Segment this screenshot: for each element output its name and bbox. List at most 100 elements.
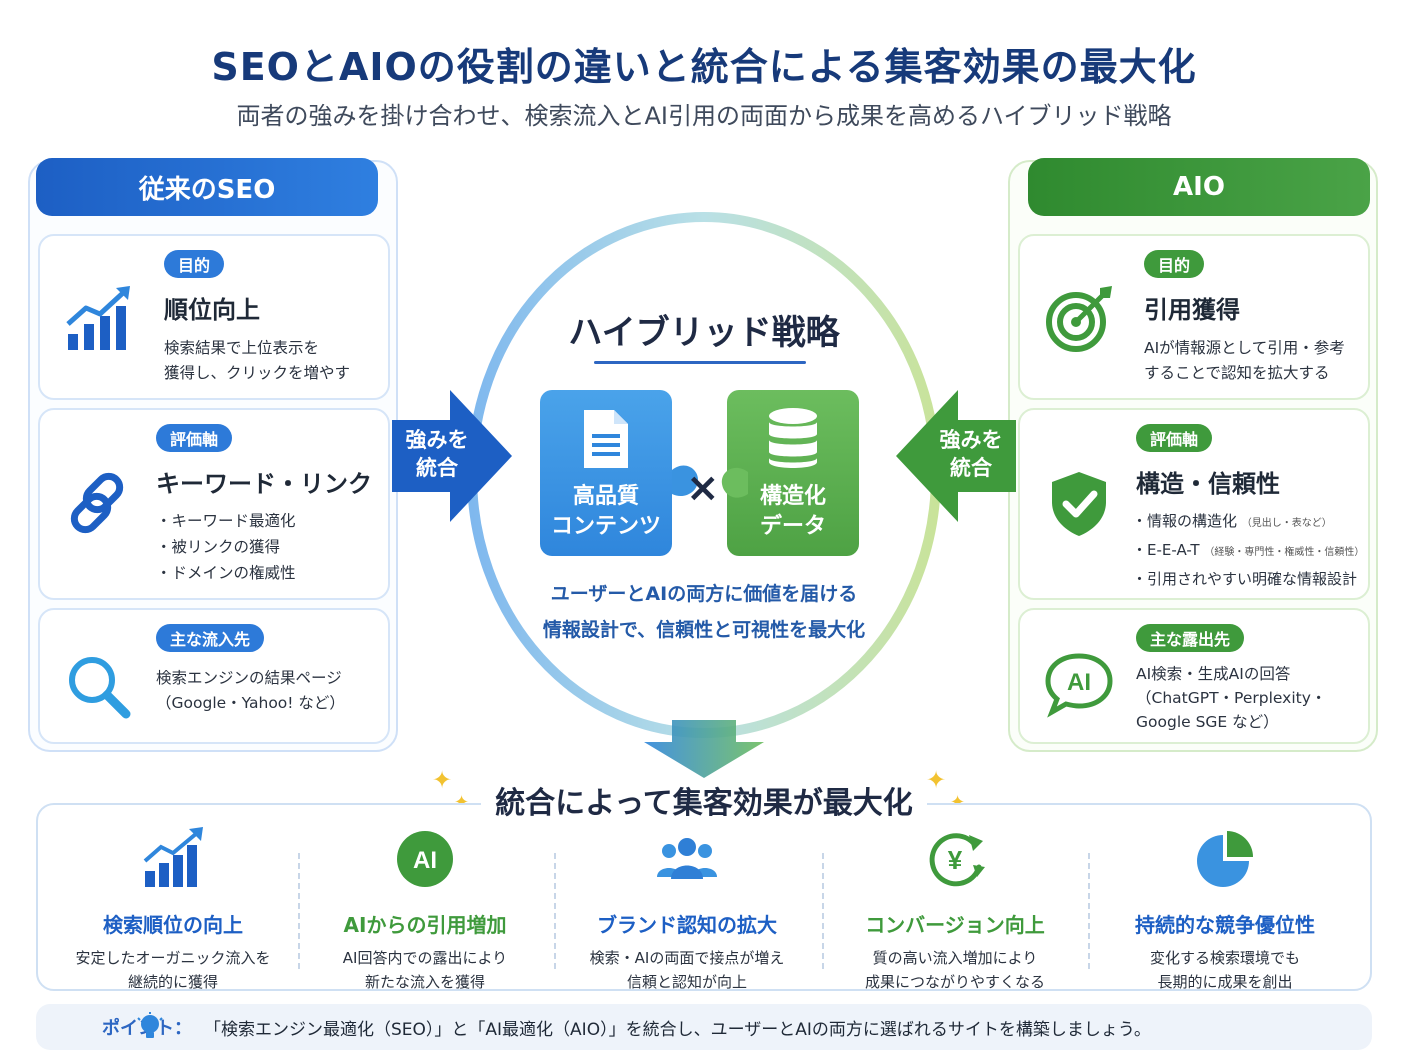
seo-criteria-body: ・キーワード最適化 ・被リンクの獲得 ・ドメインの権威性 <box>156 508 296 586</box>
aio-purpose-line-1: AIが情報源として引用・参考 <box>1144 339 1345 357</box>
benefit-desc: 変化する検索環境でも 長期的に成果を創出 <box>1094 946 1356 994</box>
svg-text:AI: AI <box>413 847 437 874</box>
benefit-desc-line: 成果につながりやすくなる <box>864 973 1045 991</box>
right-integrate-line-2: 統合 <box>950 456 992 480</box>
magnifier-icon <box>69 657 131 719</box>
right-integrate-arrow <box>896 390 1016 522</box>
benefit-desc: 検索・AIの両面で接点が増え 信頼と認知が向上 <box>556 946 818 994</box>
target-icon <box>1046 286 1112 352</box>
rising-bar-chart-icon <box>66 286 130 350</box>
benefit-ai-citation: AI AIからの引用増加 AI回答内での露出により 新たな流入を獲得 <box>294 827 556 994</box>
hybrid-title: ハイブリッド戦略 <box>568 313 840 353</box>
seo-purpose-line-1: 検索結果で上位表示を <box>164 339 320 357</box>
benefit-desc: AI回答内での露出により 新たな流入を獲得 <box>294 946 556 994</box>
seo-purpose-line-2: 獲得し、クリックを増やす <box>164 364 351 382</box>
seo-channel-tag: 主な流入先 <box>156 624 265 652</box>
right-integrate-label-wrap: 強みを 統合 <box>896 390 1016 522</box>
aio-criteria-line-3: ・引用されやすい明確な情報設計 <box>1132 570 1358 588</box>
aio-card-criteria: 評価軸 構造・信頼性 ・情報の構造化 （見出し・表など） ・E-E-A-T （経… <box>1018 408 1370 600</box>
seo-criteria-tag: 評価軸 <box>156 424 233 452</box>
svg-text:AI: AI <box>1067 669 1091 696</box>
document-icon <box>584 410 628 468</box>
ai-badge-icon: AI <box>397 831 453 887</box>
quality-content-tile: 高品質 コンテンツ <box>540 390 672 556</box>
sparkle-icon: ✦ <box>432 766 453 794</box>
aio-card-purpose: 目的 引用獲得 AIが情報源として引用・参考 することで認知を拡大する <box>1018 234 1370 400</box>
aio-channel-body: AI検索・生成AIの回答 （ChatGPT・Perplexity・ Google… <box>1136 662 1326 734</box>
benefit-desc-line: 信頼と認知が向上 <box>626 973 747 991</box>
benefits-panel: 検索順位の向上 安定したオーガニック流入を 継続的に獲得 AI AIからの引用増… <box>36 803 1372 991</box>
benefit-desc: 安定したオーガニック流入を 継続的に獲得 <box>42 946 304 994</box>
aio-criteria-heading: 構造・信頼性 <box>1136 470 1280 498</box>
benefit-conversion: ¥ コンバージョン向上 質の高い流入増加により 成果につながりやすくなる <box>824 827 1086 994</box>
benefit-desc: 質の高い流入増加により 成果につながりやすくなる <box>824 946 1086 994</box>
left-integrate-label: 強みを 統合 <box>392 426 482 482</box>
aio-channel-line-3: Google SGE など） <box>1136 713 1279 731</box>
divider <box>298 853 300 969</box>
quality-content-label: 高品質 コンテンツ <box>540 482 672 542</box>
benefit-desc-line: 検索・AIの両面で接点が増え <box>589 949 785 967</box>
down-arrow <box>644 720 764 778</box>
chain-link-icon <box>70 472 124 534</box>
seo-criteria-line-1: ・キーワード最適化 <box>156 512 296 530</box>
benefit-title: AIからの引用増加 <box>343 913 507 937</box>
aio-channel-tag: 主な露出先 <box>1136 624 1245 652</box>
benefit-brand-awareness: ブランド認知の拡大 検索・AIの両面で接点が増え 信頼と認知が向上 <box>556 827 818 994</box>
seo-card-purpose: 目的 順位向上 検索結果で上位表示を 獲得し、クリックを増やす <box>38 234 390 400</box>
seo-panel-title: 従来のSEO <box>36 158 378 216</box>
structured-data-line-1: 構造化 <box>759 484 826 509</box>
structured-data-line-2: データ <box>759 514 826 539</box>
ai-chat-bubble-icon: AI <box>1045 653 1113 718</box>
aio-criteria-tag: 評価軸 <box>1136 424 1213 452</box>
aio-channel-line-1: AI検索・生成AIの回答 <box>1136 665 1291 683</box>
result-title-text: 統合によって集客効果が最大化 <box>481 786 927 821</box>
benefit-desc-line: 安定したオーガニック流入を <box>75 949 271 967</box>
point-text: 「検索エンジン最適化（SEO）」と「AI最適化（AIO）」を統合し、ユーザーとA… <box>204 1019 1151 1040</box>
aio-card-channel: 主な露出先 AI AI検索・生成AIの回答 （ChatGPT・Perplexit… <box>1018 608 1370 744</box>
aio-criteria-line-2: ・E-E-A-T （経験・専門性・権威性・信頼性） <box>1132 541 1365 559</box>
multiply-symbol: × <box>686 465 720 511</box>
hybrid-desc-line-2: 情報設計で、信頼性と可視性を最大化 <box>542 619 866 641</box>
seo-channel-line-2: （Google・Yahoo! など） <box>156 694 345 712</box>
divider <box>822 853 824 969</box>
aio-purpose-tag: 目的 <box>1144 250 1205 278</box>
structured-data-tile: 構造化 データ <box>727 390 859 556</box>
structured-data-label: 構造化 データ <box>727 482 859 542</box>
shield-check-icon <box>1052 472 1106 536</box>
aio-criteria-body: ・情報の構造化 （見出し・表など） ・E-E-A-T （経験・専門性・権威性・信… <box>1132 508 1364 592</box>
seo-card-criteria: 評価軸 キーワード・リンク ・キーワード最適化 ・被リンクの獲得 ・ドメインの権… <box>38 408 390 600</box>
aio-panel: AIO 目的 引用獲得 AIが情報源として引用・参考 することで認知を拡大する … <box>1008 158 1378 752</box>
people-group-icon <box>657 838 717 879</box>
svg-text:¥: ¥ <box>948 845 963 875</box>
seo-channel-body: 検索エンジンの結果ページ （Google・Yahoo! など） <box>156 666 345 716</box>
benefit-desc-line: 長期的に成果を創出 <box>1157 973 1293 991</box>
seo-purpose-tag: 目的 <box>164 250 225 278</box>
benefit-search-rank: 検索順位の向上 安定したオーガニック流入を 継続的に獲得 <box>42 827 304 994</box>
quality-content-line-1: 高品質 <box>572 484 639 509</box>
hybrid-underline <box>594 361 806 364</box>
divider <box>554 853 556 969</box>
left-integrate-label-wrap: 強みを 統合 <box>392 390 512 522</box>
seo-card-channel: 主な流入先 検索エンジンの結果ページ （Google・Yahoo! など） <box>38 608 390 744</box>
aio-purpose-line-2: することで認知を拡大する <box>1144 364 1330 382</box>
benefit-title: 持続的な競争優位性 <box>1135 913 1315 937</box>
right-integrate-line-1: 強みを <box>939 428 1003 452</box>
seo-channel-line-1: 検索エンジンの結果ページ <box>156 669 342 687</box>
left-integrate-line-2: 統合 <box>416 456 458 480</box>
yen-cycle-icon: ¥ <box>929 833 985 887</box>
point-banner: ポイント： 「検索エンジン最適化（SEO）」と「AI最適化（AIO）」を統合し、… <box>36 1004 1372 1050</box>
puzzle-connector <box>672 465 748 498</box>
left-integrate-line-1: 強みを <box>405 428 469 452</box>
benefit-desc-line: 継続的に獲得 <box>127 973 218 991</box>
pie-chart-icon <box>1197 831 1253 887</box>
rising-bar-chart-icon <box>143 827 203 887</box>
benefit-competitive-edge: 持続的な競争優位性 変化する検索環境でも 長期的に成果を創出 <box>1094 827 1356 994</box>
divider <box>1088 853 1090 969</box>
benefit-desc-line: 変化する検索環境でも <box>1149 949 1300 967</box>
database-icon <box>769 408 817 468</box>
seo-criteria-line-2: ・被リンクの獲得 <box>156 538 281 556</box>
benefit-desc-line: 新たな流入を獲得 <box>364 973 485 991</box>
aio-criteria-line-1: ・情報の構造化 （見出し・表など） <box>1132 512 1332 530</box>
sparkle-icon: ✦ <box>926 766 947 794</box>
right-integrate-label: 強みを 統合 <box>926 426 1016 482</box>
